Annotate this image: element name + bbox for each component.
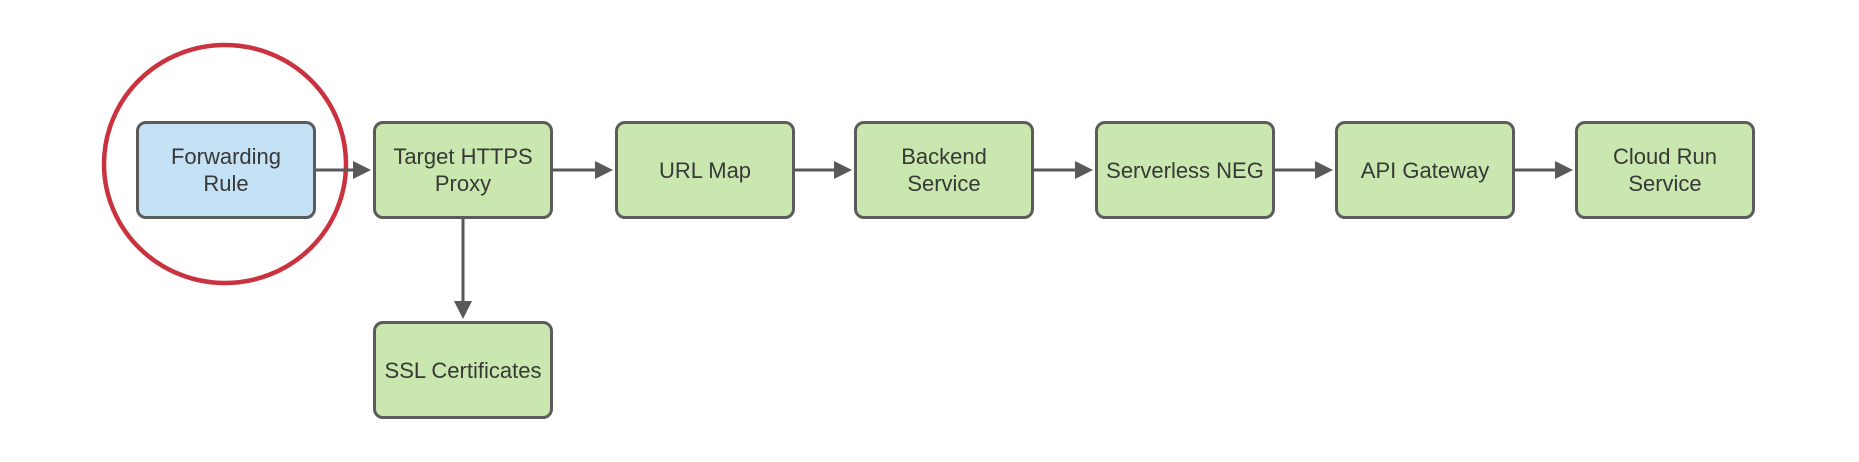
arrow-backend-service-to-serverless-neg xyxy=(1034,161,1093,179)
node-label: Serverless NEG xyxy=(1106,157,1264,183)
arrow-target-https-proxy-to-url-map xyxy=(553,161,613,179)
node-cloud-run-service[interactable]: Cloud Run Service xyxy=(1575,121,1755,219)
arrowhead-icon xyxy=(1075,161,1093,179)
node-url-map[interactable]: URL Map xyxy=(615,121,795,219)
node-label: Backend Service xyxy=(901,144,987,196)
node-label: API Gateway xyxy=(1360,157,1490,183)
arrowhead-icon xyxy=(353,161,371,179)
arrowhead-icon xyxy=(834,161,852,179)
arrow-target-https-proxy-to-ssl-certificates xyxy=(454,219,472,319)
node-label: URL Map xyxy=(658,157,752,183)
node-forwarding-rule[interactable]: Forwarding Rule xyxy=(136,121,316,219)
node-label: Target HTTPS Proxy xyxy=(393,144,533,196)
node-label: SSL Certificates xyxy=(384,357,542,383)
arrowhead-icon xyxy=(1555,161,1573,179)
node-label: Forwarding Rule xyxy=(170,144,282,196)
node-ssl-certificates[interactable]: SSL Certificates xyxy=(373,321,553,419)
arrow-api-gateway-to-cloud-run-service xyxy=(1515,161,1573,179)
arrowhead-icon xyxy=(454,301,472,319)
node-target-https-proxy[interactable]: Target HTTPS Proxy xyxy=(373,121,553,219)
arrow-url-map-to-backend-service xyxy=(795,161,852,179)
node-serverless-neg[interactable]: Serverless NEG xyxy=(1095,121,1275,219)
arrow-forwarding-rule-to-target-https-proxy xyxy=(316,161,371,179)
node-backend-service[interactable]: Backend Service xyxy=(854,121,1034,219)
arrowhead-icon xyxy=(1315,161,1333,179)
arrowhead-icon xyxy=(595,161,613,179)
node-api-gateway[interactable]: API Gateway xyxy=(1335,121,1515,219)
node-label: Cloud Run Service xyxy=(1613,144,1717,196)
arrow-serverless-neg-to-api-gateway xyxy=(1275,161,1333,179)
